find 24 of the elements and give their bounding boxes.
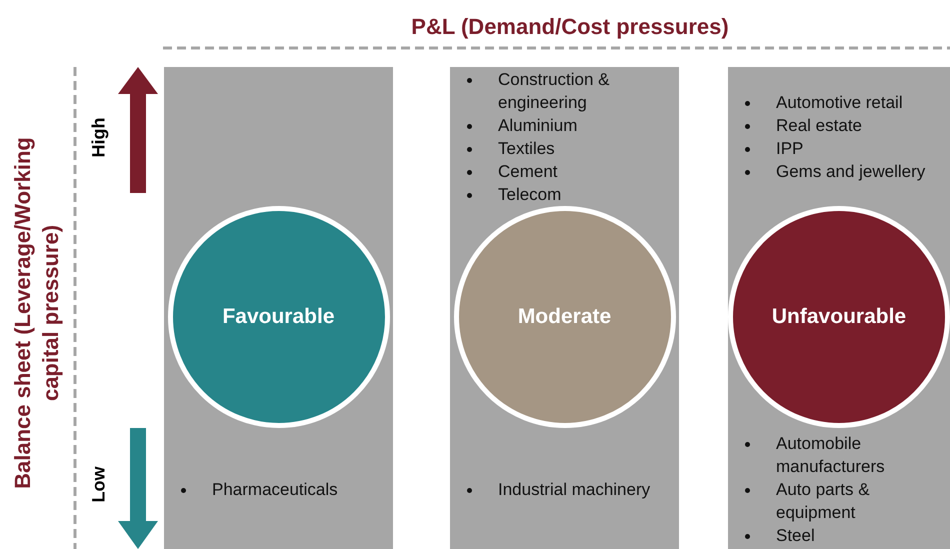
circle-label: Unfavourable xyxy=(772,304,906,330)
list-item: Auto parts & equipment xyxy=(776,480,870,522)
list-item: Automotive retail xyxy=(776,92,903,112)
category-column xyxy=(164,67,393,549)
list-item: Gems and jewellery xyxy=(776,162,926,180)
list-item: Industrial machinery xyxy=(498,480,650,499)
list-item: Real estate xyxy=(776,116,862,134)
circle-label: Moderate xyxy=(518,304,612,330)
category-column xyxy=(728,67,950,549)
category-column xyxy=(450,67,679,549)
list-item: Aluminium xyxy=(498,116,578,134)
circle-label: Favourable xyxy=(222,304,335,330)
list-item: Automobile manufacturers xyxy=(776,434,885,476)
list-item: Telecom xyxy=(498,184,562,204)
list-item: Textiles xyxy=(498,138,555,158)
list-item: IPP xyxy=(776,138,804,158)
list-item: Steel xyxy=(776,526,815,545)
list-item: Pharmaceuticals xyxy=(212,480,338,499)
list-item: Construction & engineering xyxy=(498,70,610,112)
axis-label: High xyxy=(88,116,110,160)
list-item: Cement xyxy=(498,162,558,180)
axis-label: Low xyxy=(88,466,110,504)
axis-title: Balance sheet (Leverage/Working capital pressure) xyxy=(9,136,64,491)
axis-title: P&L (Demand/Cost pressures) xyxy=(410,13,730,41)
